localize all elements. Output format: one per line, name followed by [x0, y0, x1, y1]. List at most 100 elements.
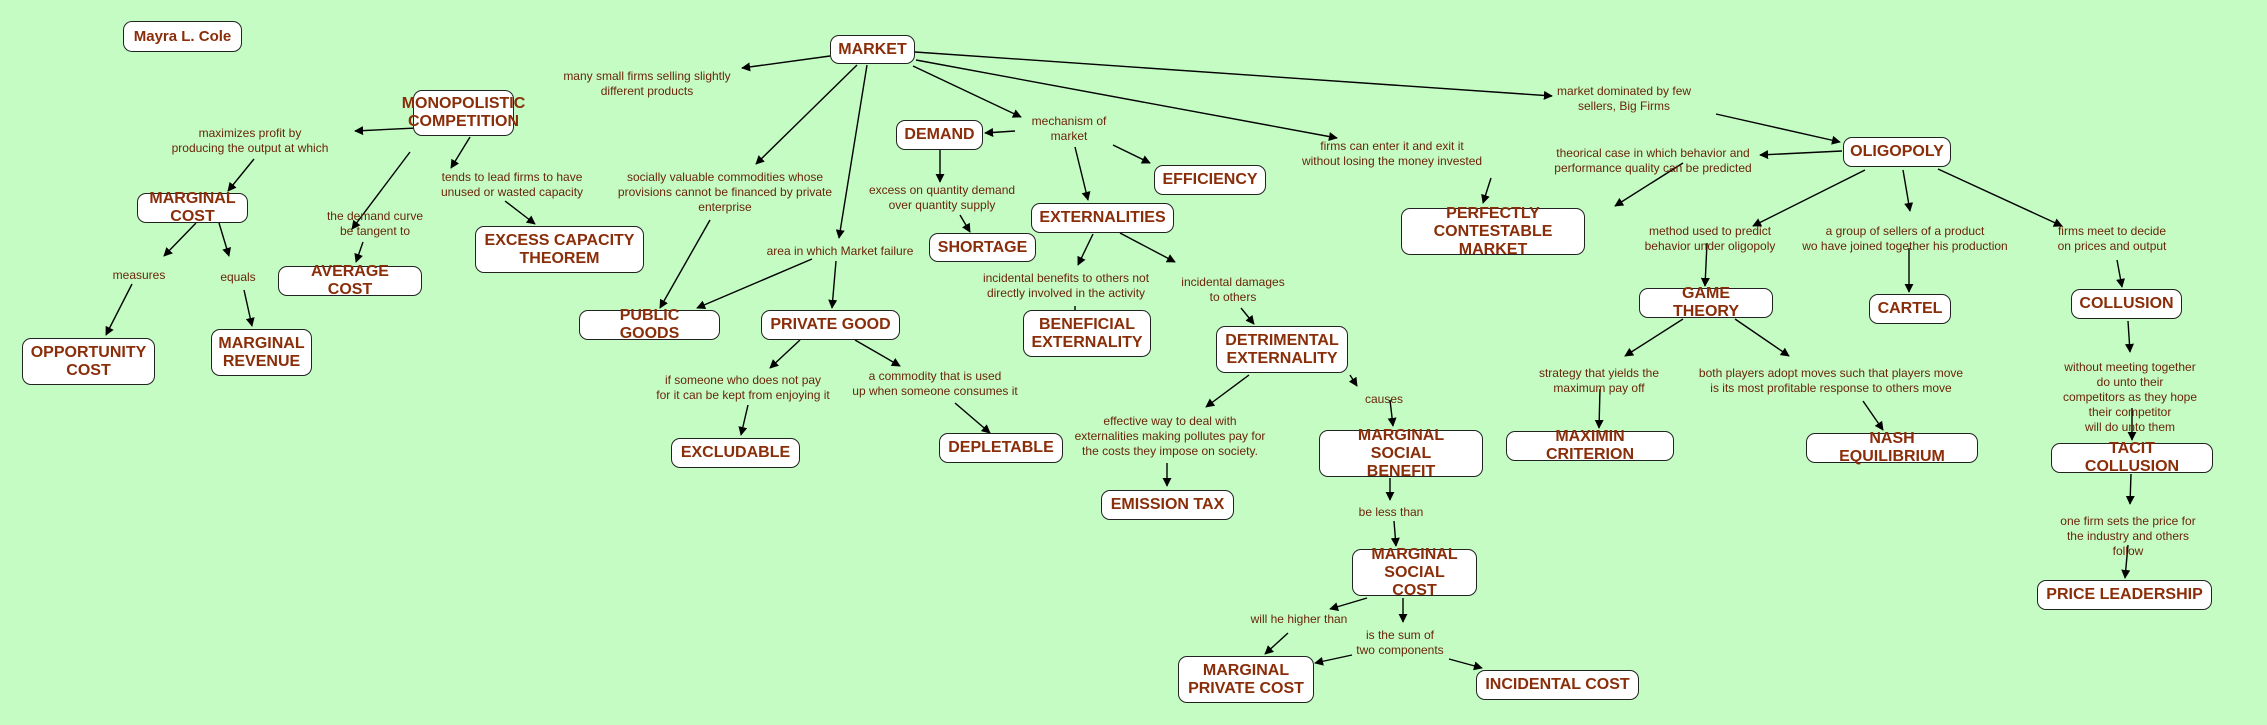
author-node[interactable]: Mayra L. Cole [123, 21, 242, 52]
link-strategy-yields: strategy that yields the maximum pay off [1538, 366, 1660, 395]
link-commodity-used-up: a commodity that is used up when someone… [852, 369, 1018, 398]
link-measures: measures [112, 268, 166, 282]
connector-arrow [954, 402, 991, 434]
link-demand-curve-tangent: the demand curve be tangent to [326, 209, 424, 238]
connector-arrow [854, 339, 901, 367]
connector-arrow [741, 55, 831, 72]
link-socially-valuable: socially valuable commodities whose prov… [617, 170, 833, 214]
connector-arrow [835, 64, 868, 239]
connector-arrow [227, 158, 255, 192]
concept-market[interactable]: MARKET [830, 35, 915, 64]
link-effective-way: effective way to deal with externalities… [1074, 414, 1266, 458]
connector-arrow [1759, 150, 1843, 160]
concept-beneficial-externality[interactable]: BENEFICIAL EXTERNALITY [1023, 310, 1151, 357]
connector-arrow [1752, 169, 1866, 227]
connector-arrow [1314, 654, 1353, 666]
concept-marginal-revenue[interactable]: MARGINAL REVENUE [211, 329, 312, 376]
concept-excludable[interactable]: EXCLUDABLE [671, 438, 800, 468]
link-theorical-case: theorical case in which behavior and per… [1554, 146, 1752, 175]
concept-marginal-social-benefit[interactable]: MARGINAL SOCIAL BENEFIT [1319, 427, 1483, 480]
connector-arrow [1119, 232, 1176, 263]
connector-arrow [243, 289, 255, 327]
concept-nash-equilibrium[interactable]: NASH EQUILIBRIUM [1806, 430, 1978, 465]
concept-marginal-cost[interactable]: MARGINAL COST [137, 190, 248, 225]
link-maximizes-profit: maximizes profit by producing the output… [171, 126, 329, 155]
concept-efficiency[interactable]: EFFICIENCY [1154, 165, 1266, 195]
link-one-firm-sets-price: one firm sets the price for the industry… [2060, 514, 2196, 558]
concept-maximin-criterion[interactable]: MAXIMIN CRITERION [1506, 428, 1674, 463]
connector-arrow [959, 214, 971, 233]
concept-perfectly-contestable-market[interactable]: PERFECTLY CONTESTABLE MARKET [1401, 205, 1585, 258]
concept-opportunity-cost[interactable]: OPPORTUNITY COST [22, 338, 155, 385]
link-incidental-benefits: incidental benefits to others not direct… [982, 271, 1150, 300]
connector-arrow [504, 200, 536, 225]
connector-arrow [105, 283, 133, 336]
connector-arrow [738, 404, 749, 436]
connector-arrow [1862, 400, 1884, 431]
concept-demand[interactable]: DEMAND [896, 120, 983, 150]
connector-arrow [1264, 632, 1289, 655]
connector-arrow [1902, 169, 1914, 212]
connector-arrow [1240, 307, 1255, 325]
link-sum-of-components: is the sum of two components [1356, 628, 1444, 657]
connector-arrow [450, 136, 471, 169]
concept-private-good[interactable]: PRIVATE GOOD [761, 310, 900, 340]
connector-arrow [1074, 146, 1091, 201]
link-group-of-sellers: a group of sellers of a product wo have … [1802, 224, 2008, 253]
concept-depletable[interactable]: DEPLETABLE [939, 433, 1063, 463]
link-equals: equals [220, 270, 256, 284]
link-causes: causes [1364, 392, 1404, 406]
connector-arrow [218, 222, 231, 257]
concept-average-cost[interactable]: AVERAGE COST [278, 263, 422, 298]
link-tends-to-lead: tends to lead firms to have unused or wa… [440, 170, 584, 199]
concept-incidental-cost[interactable]: INCIDENTAL COST [1476, 670, 1639, 700]
connector-arrow [1734, 318, 1790, 357]
concept-emission-tax[interactable]: EMISSION TAX [1101, 490, 1234, 520]
connector-arrow [984, 127, 1016, 137]
connector-arrow [1205, 374, 1250, 408]
link-excess-quantity: excess on quantity demand over quantity … [868, 183, 1016, 212]
concept-marginal-social-cost[interactable]: MARGINAL SOCIAL COST [1352, 546, 1477, 599]
connector-arrow [2125, 473, 2135, 505]
connector-arrow [354, 241, 364, 263]
connector-arrow [914, 51, 1553, 100]
connector-arrow [163, 222, 197, 257]
concept-externalities[interactable]: EXTERNALITIES [1031, 203, 1174, 233]
concept-excess-capacity-theorem[interactable]: EXCESS CAPACITY THEOREM [475, 226, 644, 273]
concept-oligopoly[interactable]: OLIGOPOLY [1843, 137, 1951, 167]
link-many-small-firms: many small firms selling slightly differ… [563, 69, 731, 98]
connector-arrow [1077, 233, 1094, 266]
concept-monopolistic-competition[interactable]: MONOPOLISTIC COMPETITION [402, 90, 525, 136]
link-firms-enter-exit: firms can enter it and exit it without l… [1301, 139, 1483, 168]
link-market-dominated: market dominated by few sellers, Big Fir… [1556, 84, 1692, 113]
link-method-predict: method used to predict behavior under ol… [1644, 224, 1776, 253]
concept-detrimental-externality[interactable]: DETRIMENTAL EXTERNALITY [1216, 326, 1348, 373]
concept-public-goods[interactable]: PUBLIC GOODS [579, 307, 720, 342]
connector-arrow [912, 65, 1022, 118]
concept-tacit-collusion[interactable]: TACIT COLLUSION [2051, 440, 2213, 475]
link-if-someone: if someone who does not pay for it can b… [656, 373, 830, 402]
connector-arrow [1937, 168, 2063, 227]
link-mechanism-of-market: mechanism of market [1031, 114, 1107, 143]
concept-game-theory[interactable]: GAME THEORY [1639, 285, 1773, 320]
concept-collusion[interactable]: COLLUSION [2071, 289, 2182, 319]
connector-arrow [2116, 259, 2125, 288]
concept-price-leadership[interactable]: PRICE LEADERSHIP [2037, 580, 2212, 610]
concept-marginal-private-cost[interactable]: MARGINAL PRIVATE COST [1178, 656, 1314, 703]
connector-arrow [2124, 320, 2134, 353]
connector-arrow [755, 64, 858, 165]
connector-arrow [659, 219, 711, 309]
connector-arrow [1448, 658, 1483, 671]
concept-cartel[interactable]: CARTEL [1869, 294, 1951, 324]
link-without-meeting: without meeting together do unto their c… [2062, 360, 2198, 434]
connector-arrow [1112, 144, 1151, 164]
connector-arrow [769, 339, 801, 369]
connector-arrow [1624, 318, 1684, 357]
link-incidental-damages: incidental damages to others [1181, 275, 1285, 304]
concept-shortage[interactable]: SHORTAGE [929, 233, 1036, 262]
link-market-failure: area in which Market failure [766, 244, 914, 258]
connector-arrow [1390, 520, 1400, 547]
connector-arrow [1715, 113, 1841, 145]
connector-arrow [696, 258, 813, 309]
